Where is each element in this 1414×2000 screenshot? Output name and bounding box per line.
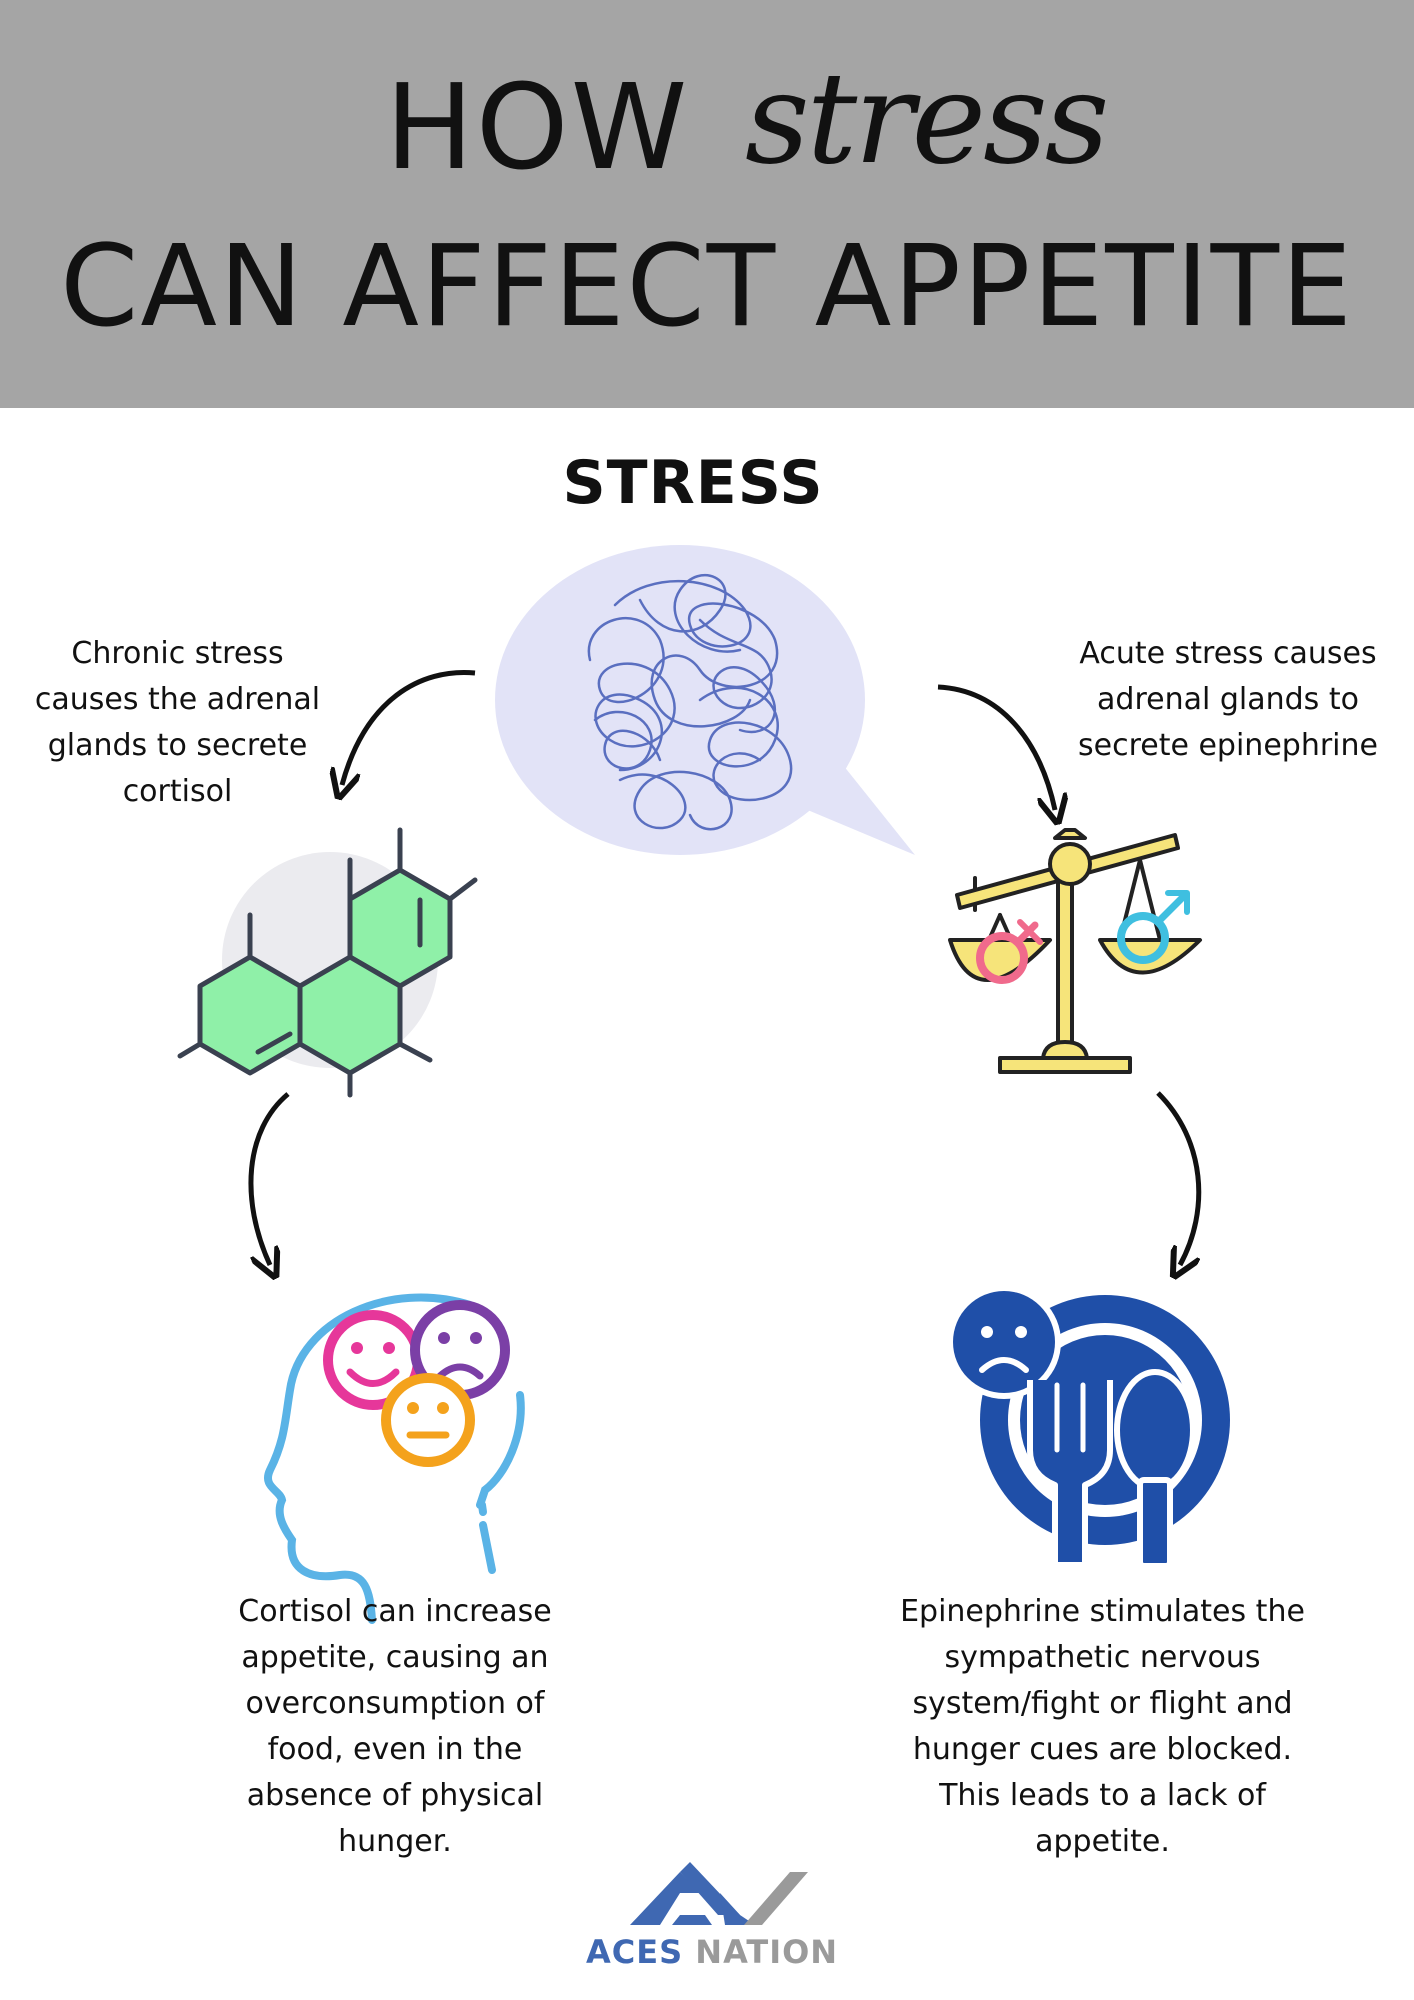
title-line-2: CAN AFFECT APPETITE [60,222,1354,352]
title-how: HOW [385,58,690,196]
chronic-stress-caption: Chronic stress causes the adrenal glands… [34,636,321,809]
stress-label: STRESS [562,448,824,518]
logo-word-nation: NATION [695,1933,839,1971]
arrow-to-head [248,1092,290,1265]
aces-nation-logo-text: ACES NATION [586,1932,838,1972]
cortisol-effect-caption: Cortisol can increase appetite, causing … [238,1594,552,1859]
header-banner: HOW stress CAN AFFECT APPETITE [0,0,1414,408]
aces-nation-logo-mark [630,1862,808,1925]
logo-word-aces: ACES [586,1933,684,1971]
gender-balance-scale-icon [948,828,1202,1074]
arrow-to-plate [1156,1091,1202,1265]
steroid-molecule-icon [177,827,478,1098]
title-line-1: HOW stress [0,54,1414,196]
title-stress-script: stress [745,45,1109,192]
sad-plate-cutlery-icon [947,1285,1230,1569]
epinephrine-effect-caption: Epinephrine stimulates the sympathetic n… [900,1594,1305,1859]
arrow-to-epinephrine [937,684,1055,810]
head-with-emotions-icon [264,1293,525,1624]
arrow-to-cortisol [342,670,476,785]
acute-stress-caption: Acute stress causes adrenal glands to se… [1078,636,1378,763]
tangled-thought-bubble-icon [495,545,915,855]
